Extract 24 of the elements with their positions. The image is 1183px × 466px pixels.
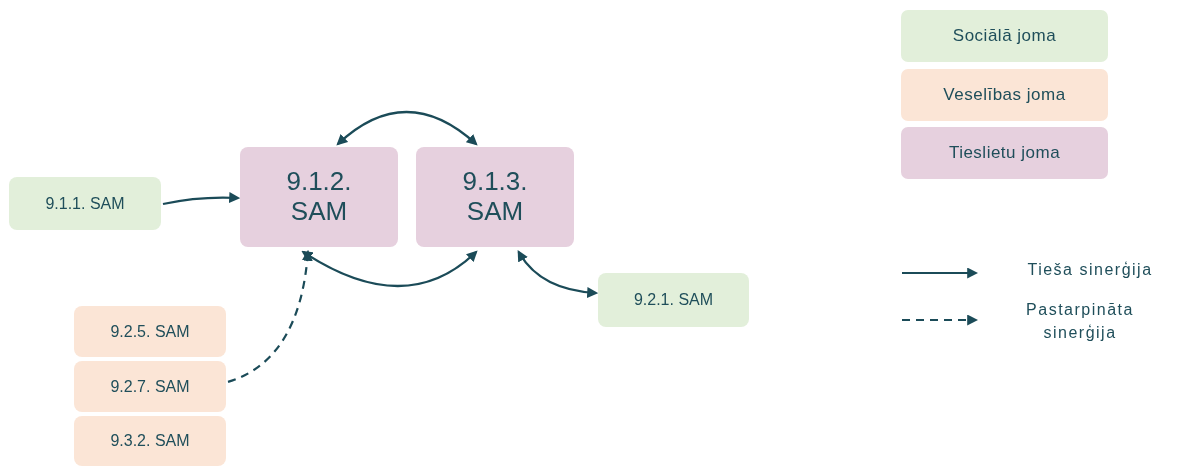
process-box	[416, 147, 574, 247]
arrow	[162, 192, 241, 206]
process-box	[240, 147, 398, 247]
node-label: 9.2.7. SAM	[110, 377, 190, 396]
process-box	[598, 273, 749, 327]
legend-swatch: Sociālā joma	[901, 10, 1108, 62]
arrow	[301, 250, 478, 287]
process-box	[74, 416, 226, 466]
node-label: 9.2.5. SAM	[110, 322, 190, 341]
legend-label: Tieša sinerģija	[1026, 260, 1154, 280]
process-box	[74, 306, 226, 357]
node-label: 9.2.1. SAM	[633, 291, 714, 309]
legend-swatch: Tieslietu joma	[901, 127, 1108, 179]
arrow	[336, 110, 478, 146]
node-label: 9.1.3. SAM	[461, 167, 529, 227]
arrow	[227, 249, 313, 383]
legend-label: Pastarpināta sinerģija	[1025, 300, 1135, 344]
node-label: 9.1.2. SAM	[285, 167, 353, 227]
node-label: 9.1.1. SAM	[45, 194, 125, 213]
arrow	[517, 250, 599, 298]
process-box	[74, 361, 226, 412]
process-box	[9, 177, 161, 230]
node-label: 9.3.2. SAM	[110, 432, 190, 450]
legend-swatch: Veselības joma	[901, 69, 1108, 121]
